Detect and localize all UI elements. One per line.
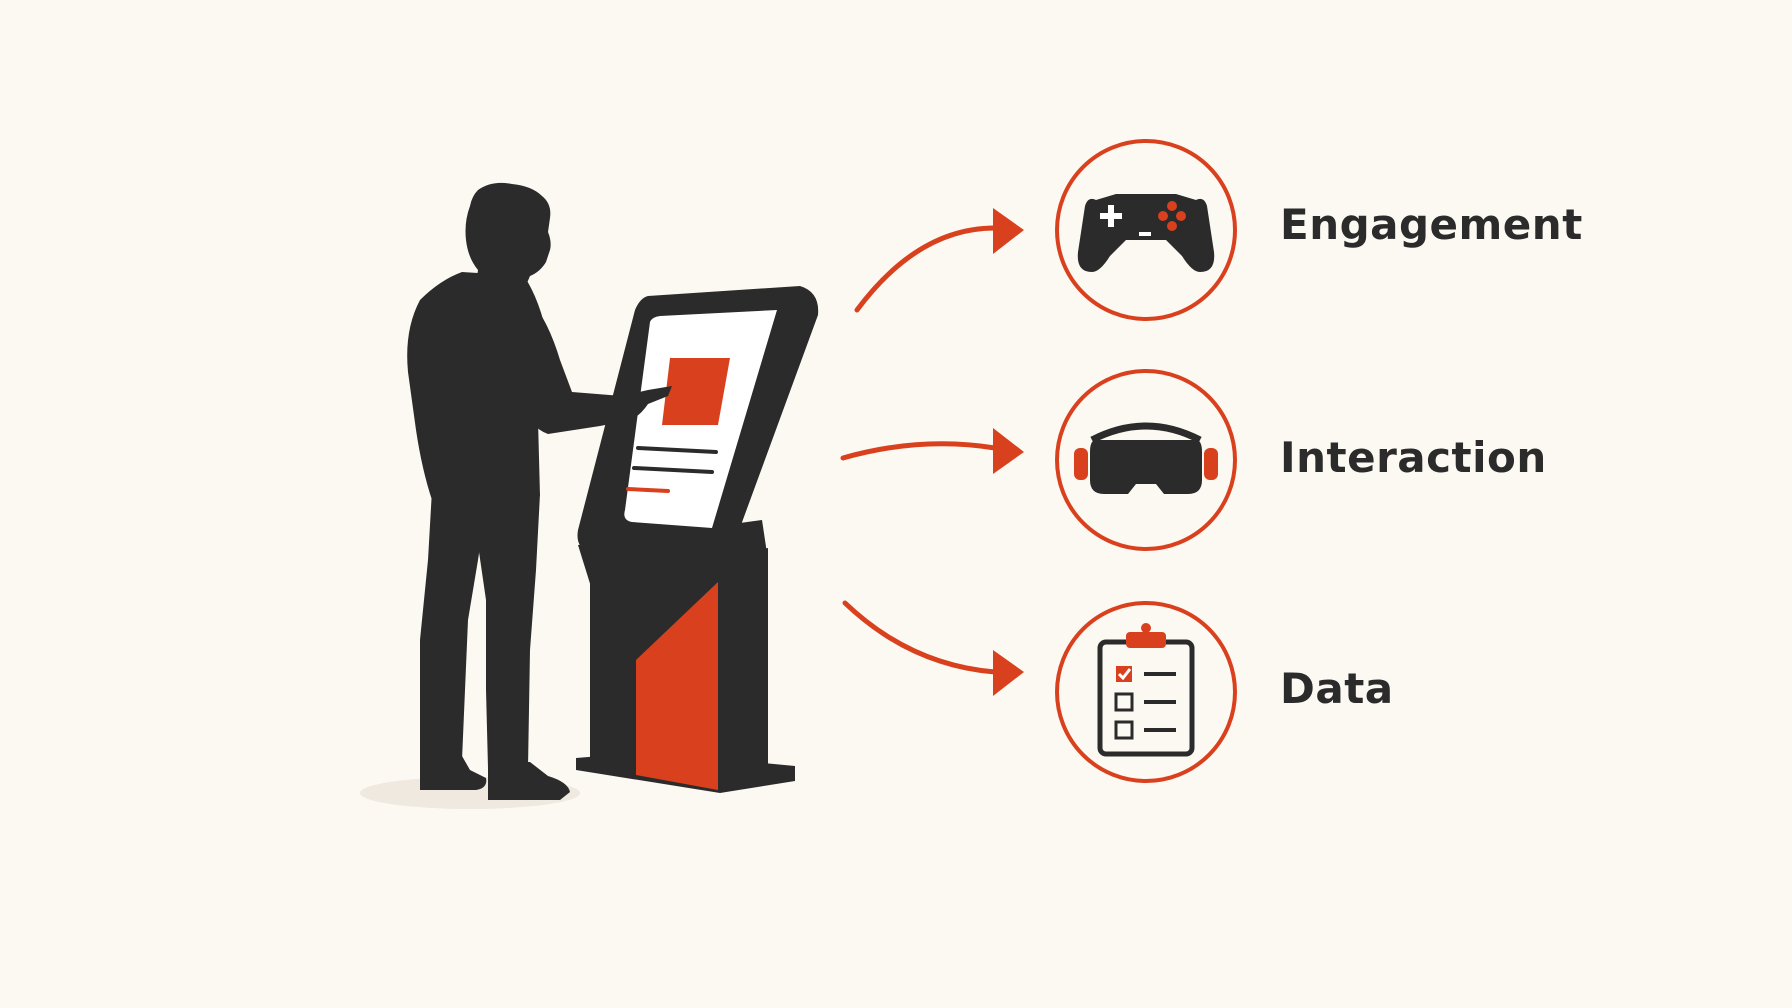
clipboard-checklist-icon (1055, 601, 1237, 783)
arrow-data (842, 600, 1024, 696)
gamepad-icon (1055, 139, 1237, 321)
arrows (840, 208, 1024, 696)
person-torso (407, 272, 560, 500)
screen-text-line-accent (626, 487, 670, 493)
person-silhouette (407, 182, 672, 800)
arrow-engagement (854, 208, 1024, 313)
vr-headset-icon (1055, 369, 1237, 551)
screen-button (662, 358, 730, 425)
kiosk-accent-panel (636, 582, 718, 790)
person-leg-right (470, 490, 540, 768)
person-shoe-right (488, 762, 570, 800)
label-interaction: Interaction (1280, 433, 1547, 482)
arrow-interaction (840, 428, 1024, 474)
screen-text-line-1 (636, 446, 718, 454)
label-data: Data (1280, 664, 1394, 713)
screen-text-line-2 (632, 466, 714, 474)
person-arm (520, 300, 672, 434)
person-head (465, 182, 551, 296)
kiosk (576, 286, 819, 793)
person-shoe-left (420, 756, 487, 790)
person-leg-left (420, 490, 488, 762)
label-engagement: Engagement (1280, 200, 1583, 249)
